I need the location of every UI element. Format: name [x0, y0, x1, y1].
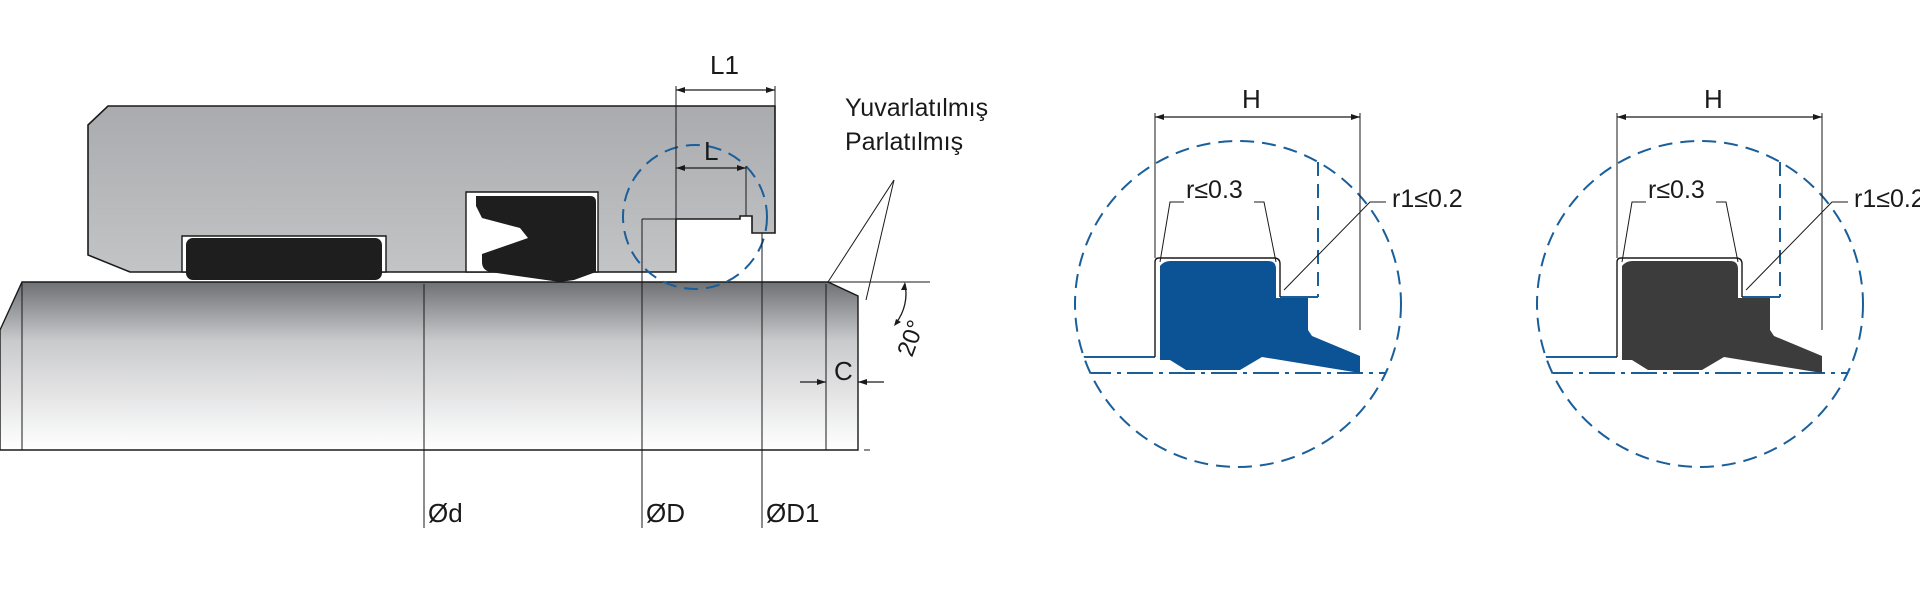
label-r-blue: r≤0.3 [1186, 176, 1243, 204]
detail-circle-marker [622, 144, 768, 290]
detail-black-seal: H r≤0.3 r1≤0.2 [1536, 84, 1920, 468]
label-H-black: H [1704, 84, 1723, 114]
u-cup-seal [476, 196, 596, 282]
label-r1-blue: r1≤0.2 [1392, 185, 1463, 213]
label-r-black: r≤0.3 [1648, 176, 1705, 204]
label-r1-black: r1≤0.2 [1854, 185, 1920, 213]
detail-blue-seal: H r≤0.3 r1≤0.2 [1074, 84, 1463, 468]
label-L: L [704, 136, 718, 166]
guide-ring [186, 238, 382, 280]
label-H-blue: H [1242, 84, 1261, 114]
detail-blue-circle [1074, 140, 1402, 468]
seal-blue [1160, 261, 1360, 373]
label-D: ØD [646, 498, 685, 528]
label-C: C [834, 356, 853, 386]
dimension-lines [423, 86, 907, 528]
piston-rod [0, 281, 859, 451]
label-finish-rounded: Yuvarlatılmış [845, 94, 988, 122]
label-D1: ØD1 [766, 498, 819, 528]
label-finish-polished: Parlatılmış [845, 128, 963, 156]
main-section: L1 L Yuvarlatılmış Parlatılmış 20° C Ød … [0, 50, 988, 528]
seal-dark [1622, 261, 1822, 373]
label-L1: L1 [710, 50, 739, 80]
label-d: Ød [428, 498, 463, 528]
groove-outline-blue [1154, 257, 1281, 357]
detail-black-circle [1536, 140, 1864, 468]
groove-outline-black [1616, 257, 1743, 357]
